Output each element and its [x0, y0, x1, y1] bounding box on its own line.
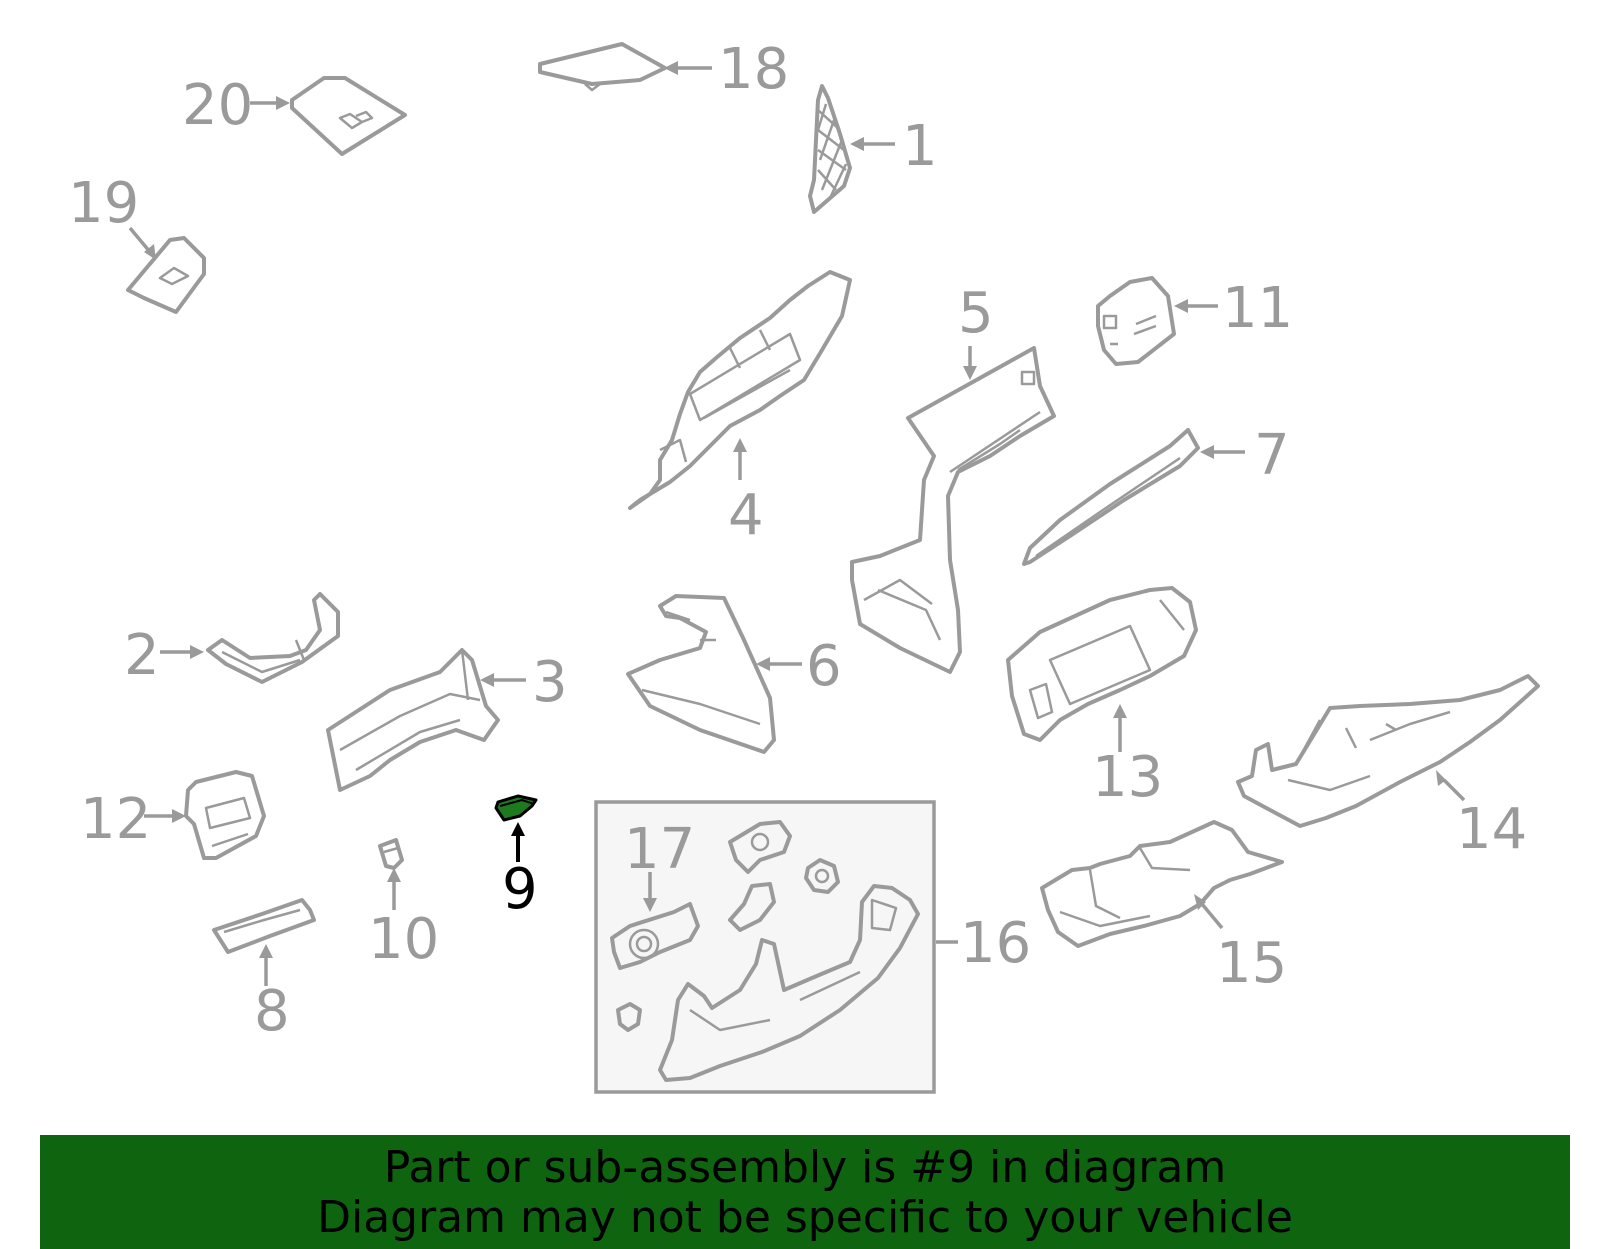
part-17[interactable] [610, 902, 700, 970]
part-19[interactable] [126, 236, 206, 314]
callout-5: 5 [958, 281, 994, 346]
part-2[interactable] [206, 592, 340, 684]
part-12[interactable] [184, 770, 266, 860]
callout-6: 6 [806, 634, 842, 699]
part-3[interactable] [326, 648, 500, 792]
part-6[interactable] [626, 594, 776, 754]
part-13[interactable] [1006, 586, 1198, 742]
callout-9: 9 [502, 857, 538, 922]
part-16-assembly-box[interactable]: 17 [594, 800, 936, 1094]
callout-7: 7 [1254, 423, 1290, 488]
callout-12: 12 [80, 787, 151, 852]
part-8[interactable] [212, 898, 316, 954]
callout-17: 17 [624, 817, 695, 882]
part-1[interactable] [808, 84, 852, 214]
callout-3: 3 [532, 650, 568, 715]
part-20[interactable] [290, 76, 407, 156]
callout-10: 10 [368, 907, 439, 972]
callout-19: 19 [68, 171, 139, 236]
part-15[interactable] [1040, 820, 1284, 948]
info-banner: Part or sub-assembly is #9 in diagram Di… [40, 1135, 1570, 1249]
banner-line-2: Diagram may not be specific to your vehi… [317, 1192, 1293, 1243]
part-10[interactable] [378, 838, 404, 870]
part-7[interactable] [1022, 428, 1200, 566]
part-5[interactable] [850, 346, 1056, 674]
part-14[interactable] [1236, 674, 1540, 828]
callout-18: 18 [718, 37, 789, 102]
part-11[interactable] [1096, 276, 1176, 366]
callout-15: 15 [1216, 931, 1287, 996]
callout-1: 1 [902, 114, 938, 179]
callout-14: 14 [1456, 797, 1527, 862]
callout-16: 16 [960, 911, 1031, 976]
callout-8: 8 [254, 979, 290, 1044]
callout-2: 2 [124, 623, 160, 688]
callout-11: 11 [1222, 276, 1293, 341]
callout-20: 20 [182, 73, 253, 138]
callout-4: 4 [728, 483, 764, 548]
part-4[interactable] [628, 270, 852, 510]
banner-line-1: Part or sub-assembly is #9 in diagram [383, 1142, 1227, 1193]
part-9[interactable] [494, 794, 538, 822]
part-18[interactable] [538, 42, 667, 92]
callout-13: 13 [1092, 745, 1163, 810]
